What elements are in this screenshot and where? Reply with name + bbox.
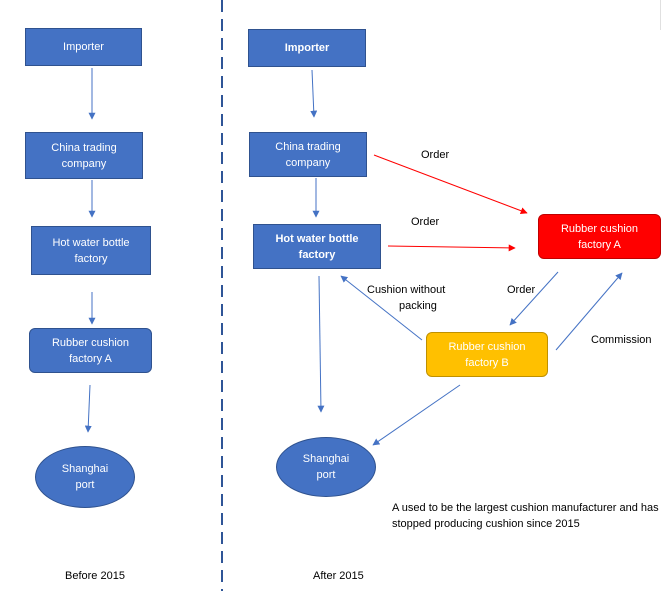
note-line-1: A used to be the largest cushion manufac…: [392, 502, 659, 514]
rubber-a-box-after: Rubber cushion factory A: [538, 214, 661, 259]
shanghai-port-label-before: Shanghai port: [61, 463, 109, 491]
rubber-a-label-after: Rubber cushion factory A: [560, 222, 639, 251]
hot-water-label-after: Hot water bottle factory: [275, 232, 359, 261]
arrow-order-hotwater-to-rubbera: [387, 244, 516, 252]
arrow-cushion-rubberb-to-hotwater: [340, 275, 423, 341]
shanghai-port-label-after: Shanghai port: [302, 453, 350, 481]
china-trading-box-before: China trading company: [25, 132, 143, 179]
rubber-a-box-before: Rubber cushion factory A: [29, 328, 152, 373]
arrow-order-rubbera-to-rubberb: [509, 271, 559, 326]
order-label-3: Order: [507, 284, 536, 296]
cushion-without-label: Cushion without: [367, 284, 446, 296]
hot-water-box-before: Hot water bottle factory: [31, 226, 151, 275]
importer-label-after: Importer: [284, 42, 330, 54]
china-trading-box-after: China trading company: [249, 132, 367, 177]
rubber-b-box-after: Rubber cushion factory B: [426, 332, 548, 377]
edge-panel: [660, 0, 668, 30]
rubber-b-label-after: Rubber cushion factory B: [448, 340, 526, 369]
note-line-2: stopped producing cushion since 2015: [392, 518, 580, 530]
importer-box-before: Importer: [25, 28, 142, 66]
importer-box-after: Importer: [248, 29, 366, 67]
commission-label: Commission: [591, 334, 652, 346]
shanghai-port-after: Shanghai port: [276, 437, 376, 497]
arrow-commission-rubberb-to-rubbera: [555, 272, 623, 351]
arrow-importer-to-trading-after: [310, 69, 318, 118]
arrow-hotwater-to-port-after: [317, 275, 325, 413]
china-trading-label-before: China trading company: [51, 141, 117, 170]
hot-water-box-after: Hot water bottle factory: [253, 224, 381, 269]
arrow-rubbera-to-port-before: [84, 384, 92, 433]
hot-water-label-before: Hot water bottle factory: [52, 236, 130, 265]
arrow-order-trading-to-rubbera: [373, 154, 528, 215]
shanghai-port-before: Shanghai port: [35, 446, 135, 508]
china-trading-label-after: China trading company: [275, 140, 341, 169]
arrow-rubberb-to-port: [372, 384, 461, 446]
order-label-1: Order: [421, 149, 450, 161]
rubber-a-label-before: Rubber cushion factory A: [51, 336, 130, 365]
importer-label-before: Importer: [63, 41, 104, 53]
caption-before: Before 2015: [65, 570, 125, 582]
packing-label: packing: [399, 300, 437, 312]
order-label-2: Order: [411, 216, 440, 228]
caption-after: After 2015: [313, 570, 364, 582]
